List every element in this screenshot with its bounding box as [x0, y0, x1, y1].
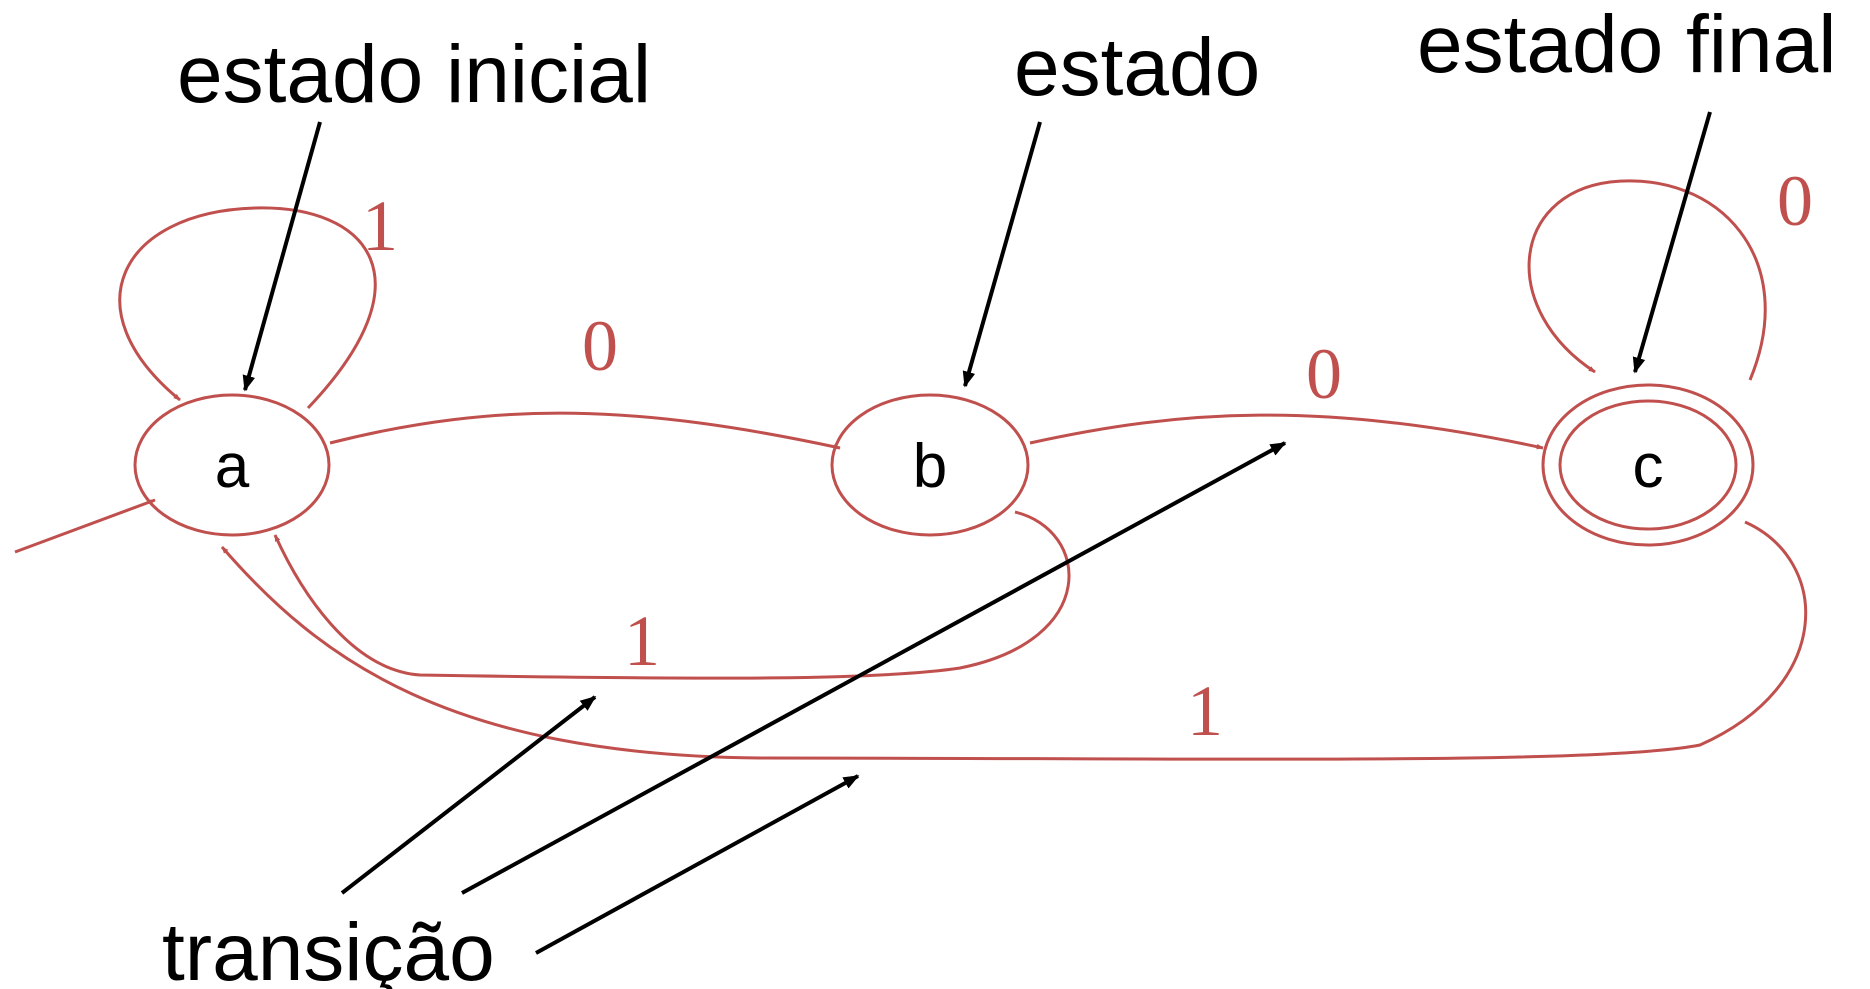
pointer-transition-b-a	[340, 695, 597, 895]
annotation-state: estado	[1014, 22, 1260, 113]
label-c-a: 1	[1187, 671, 1223, 751]
pointer-transition-c-a	[535, 774, 860, 955]
state-c: c	[1541, 383, 1755, 547]
label-a-b: 0	[582, 306, 618, 386]
transition-c-c-loop	[1527, 179, 1767, 381]
state-b: b	[830, 393, 1030, 537]
pointer-state	[962, 121, 1042, 388]
transition-c-a	[220, 520, 1808, 761]
state-b-label: b	[913, 432, 947, 501]
state-c-label: c	[1633, 432, 1664, 501]
transition-edges	[14, 179, 1808, 761]
pointer-final-state	[1632, 111, 1712, 374]
state-a: a	[133, 393, 331, 537]
transition-a-b	[329, 411, 841, 450]
transition-a-a-loop	[118, 206, 377, 410]
pointer-initial-state	[242, 121, 322, 392]
annotation-arrows	[242, 111, 1712, 955]
annotation-final-state: estado final	[1417, 0, 1836, 90]
annotation-initial-state: estado inicial	[177, 29, 651, 120]
initial-arrow	[14, 498, 156, 554]
state-a-label: a	[215, 432, 250, 501]
annotation-transition: transição	[162, 907, 495, 989]
transition-b-a	[273, 510, 1071, 680]
label-a-a: 1	[362, 186, 398, 266]
transition-b-c	[1029, 413, 1544, 450]
label-c-c: 0	[1777, 161, 1813, 241]
label-b-c: 0	[1306, 334, 1342, 414]
pointer-transition-b-c	[461, 441, 1287, 895]
label-b-a: 1	[624, 601, 660, 681]
